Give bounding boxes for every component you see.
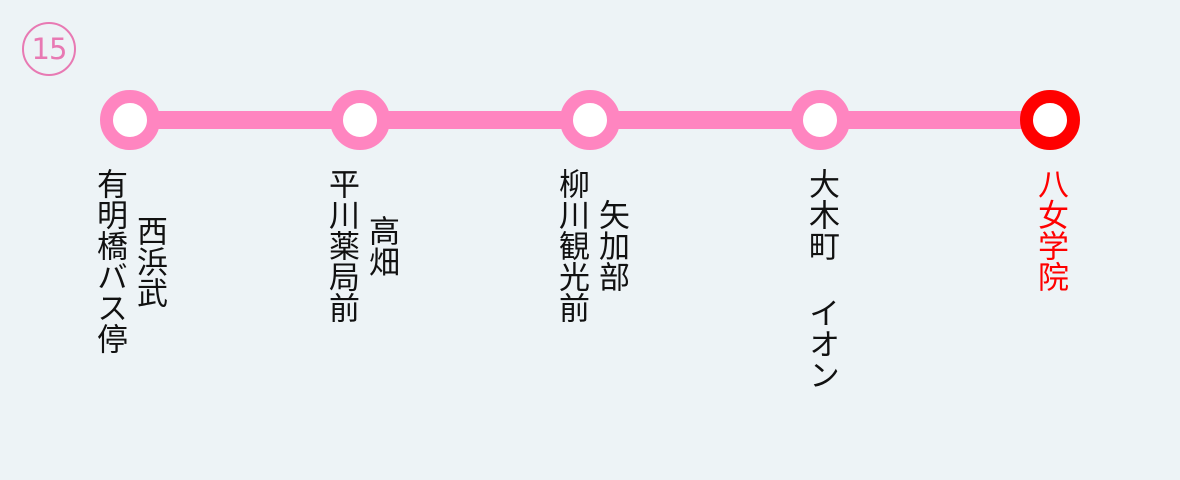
stop-marker-terminal [1020,90,1080,150]
stop-marker-3 [560,90,620,150]
route-number-badge: 15 [22,22,76,76]
stop-label-2: 高畑 平川薬局前 [323,168,399,323]
stop-label-4: 大木町 イオン [803,168,839,390]
stop-label-terminal: 八女学院 [1032,168,1068,292]
stop-marker-2 [330,90,390,150]
stop-name-line: 高畑 [363,214,399,277]
stop-label-3: 矢加部 柳川観光前 [553,168,629,323]
stop-name-line: 大木町 イオン [803,168,839,390]
stop-name-line: 矢加部 [593,199,629,292]
stop-marker-4 [790,90,850,150]
stop-marker-1 [100,90,160,150]
stop-label-1: 西浜武 有明橋バス停 [91,168,167,354]
stop-name-line: 平川薬局前 [323,168,359,323]
stop-name-line: 柳川観光前 [553,168,589,323]
stop-name-line: 八女学院 [1032,168,1068,292]
stop-name-line: 西浜武 [131,214,167,308]
stop-name-line: 有明橋バス停 [91,168,127,354]
